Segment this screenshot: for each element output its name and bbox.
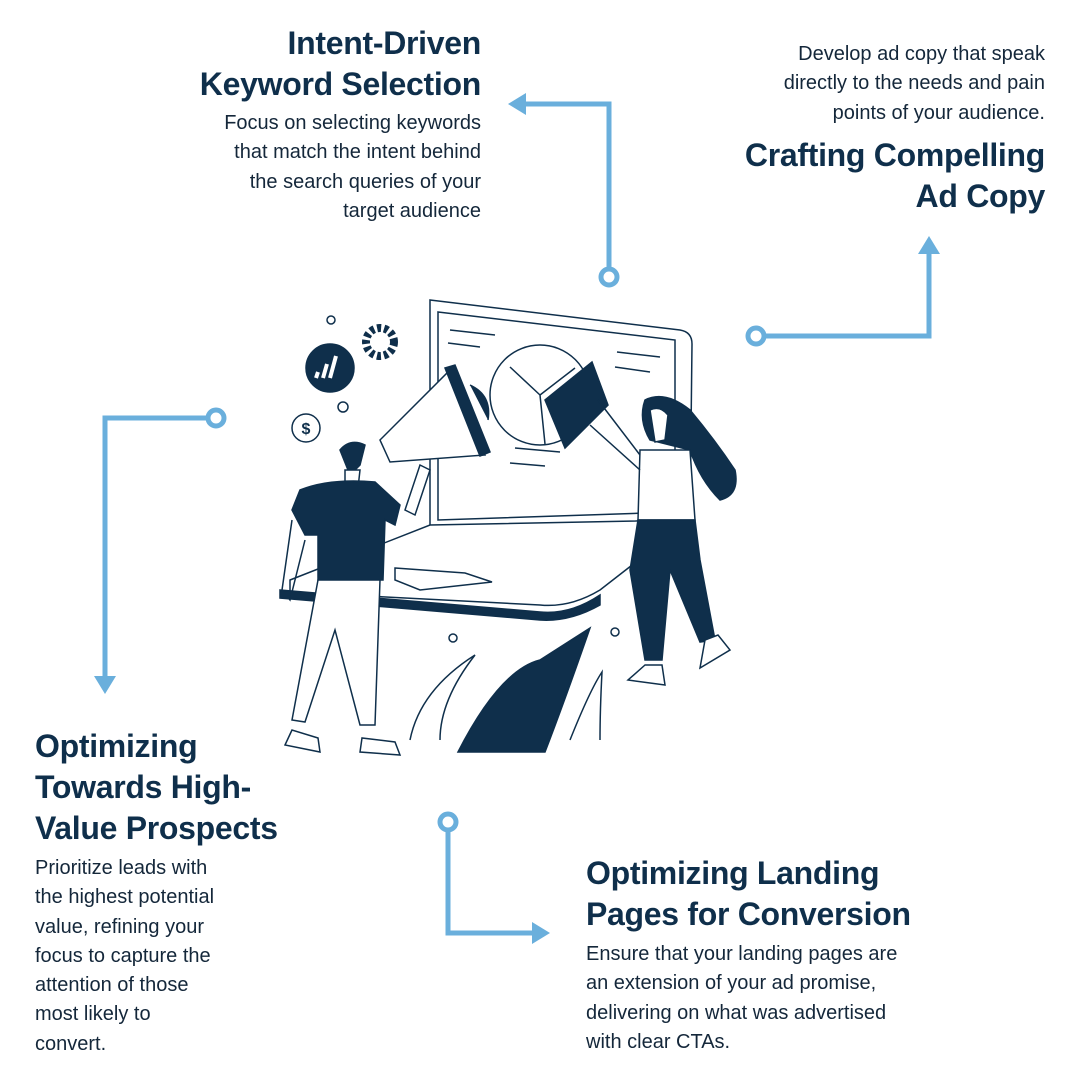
connector-dot <box>745 325 767 347</box>
plant-leaves <box>409 626 603 753</box>
tablet <box>544 360 609 450</box>
arrow-left-icon <box>508 93 526 115</box>
section-title-prospects: Optimizing Towards High- Value Prospects <box>35 728 278 846</box>
section-body-keyword: Focus on selecting keywords that match t… <box>224 112 481 222</box>
marketing-illustration: $ <box>279 299 737 756</box>
connector-dot <box>205 407 227 429</box>
connector-dot <box>437 811 459 833</box>
megaphone-icon <box>379 364 491 463</box>
arrow-up-icon <box>918 236 940 254</box>
section-body-landing: Ensure that your landing pages are an ex… <box>586 943 898 1053</box>
floating-icons: $ <box>291 315 620 643</box>
section-title-landing: Optimizing Landing Pages for Conversion <box>586 855 911 932</box>
connector-adcopy <box>763 252 932 339</box>
svg-text:$: $ <box>302 421 311 438</box>
man-figure <box>281 441 431 756</box>
connector-prospects <box>102 415 209 680</box>
section-title-adcopy: Crafting Compelling Ad Copy <box>744 137 1045 214</box>
connector-landing <box>445 829 535 936</box>
woman-figure <box>589 395 737 686</box>
dollar-icon <box>291 413 321 443</box>
gear-icon <box>362 324 398 360</box>
arrow-right-icon <box>532 922 550 944</box>
arrow-down-icon <box>94 676 116 694</box>
connector-dot <box>598 266 620 288</box>
section-body-adcopy: Develop ad copy that speak directly to t… <box>783 43 1045 124</box>
section-body-prospects: Prioritize leads with the highest potent… <box>35 857 215 1055</box>
connector-keyword <box>522 101 612 270</box>
chart-icon <box>305 343 355 393</box>
section-title-keyword: Intent-Driven Keyword Selection <box>199 25 482 102</box>
